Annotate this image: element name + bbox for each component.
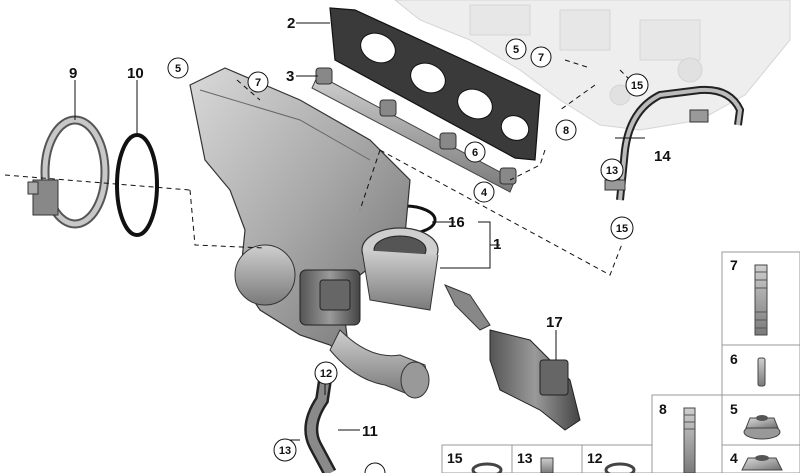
grid-label-6: 6 — [730, 351, 738, 367]
grid-label-15: 15 — [447, 450, 463, 466]
callout-12: 12 — [314, 361, 338, 385]
oil-return-hose — [304, 378, 337, 473]
svg-text:13: 13 — [606, 165, 618, 177]
stud-7 — [754, 264, 768, 336]
callout-13a: 13 — [600, 158, 624, 182]
bolt-13 — [540, 457, 554, 473]
callout-5a: 5 — [167, 57, 189, 79]
label-16: 16 — [448, 214, 465, 231]
callout-4: 4 — [473, 181, 495, 203]
solid-leaders — [74, 22, 645, 441]
v-band-clamp — [27, 115, 110, 229]
nut-5 — [743, 415, 781, 440]
label-17: 17 — [546, 314, 563, 331]
label-3: 3 — [286, 68, 294, 85]
wastegate-actuator — [443, 284, 581, 431]
label-10: 10 — [127, 65, 144, 82]
seal-12 — [604, 462, 636, 473]
grid-label-5: 5 — [730, 401, 738, 417]
svg-text:15: 15 — [631, 80, 643, 92]
stud-8 — [683, 407, 696, 473]
nut-4 — [741, 455, 783, 471]
exhaust-manifold-gasket — [329, 7, 541, 161]
grid-label-12: 12 — [587, 450, 603, 466]
callout-13b: 13 — [273, 438, 297, 462]
callout-8: 8 — [555, 119, 577, 141]
grid-label-4: 4 — [730, 450, 738, 466]
leader-lines — [4, 59, 631, 276]
callout-15b: 15 — [610, 216, 634, 240]
callout-7b: 7 — [530, 46, 552, 68]
label-14: 14 — [654, 148, 671, 165]
washer-15 — [471, 462, 503, 473]
heat-shield-bar — [311, 67, 517, 193]
svg-text:5: 5 — [513, 44, 519, 56]
label-11: 11 — [362, 423, 378, 440]
grid-label-13: 13 — [517, 450, 533, 466]
grid-label-7: 7 — [730, 257, 738, 273]
svg-text:13: 13 — [279, 445, 291, 457]
svg-text:4: 4 — [481, 187, 488, 199]
grid-label-8: 8 — [659, 401, 667, 417]
svg-text:8: 8 — [563, 125, 569, 137]
dowel-pin-6 — [757, 357, 766, 387]
cylinder-head — [394, 0, 791, 131]
callout-cut — [364, 462, 386, 473]
label-2: 2 — [287, 15, 295, 32]
svg-text:6: 6 — [472, 147, 478, 159]
svg-text:15: 15 — [616, 223, 628, 235]
label-1: 1 — [493, 236, 501, 253]
callout-5b: 5 — [505, 38, 527, 60]
callout-7a: 7 — [247, 71, 269, 93]
label-9: 9 — [69, 65, 77, 82]
callout-6: 6 — [464, 141, 486, 163]
svg-text:7: 7 — [538, 52, 544, 64]
svg-text:5: 5 — [175, 63, 181, 75]
callout-15a: 15 — [625, 73, 649, 97]
svg-text:7: 7 — [255, 77, 261, 89]
turbocharger — [189, 67, 439, 399]
svg-text:12: 12 — [320, 368, 332, 380]
coolant-pipe — [604, 85, 745, 201]
